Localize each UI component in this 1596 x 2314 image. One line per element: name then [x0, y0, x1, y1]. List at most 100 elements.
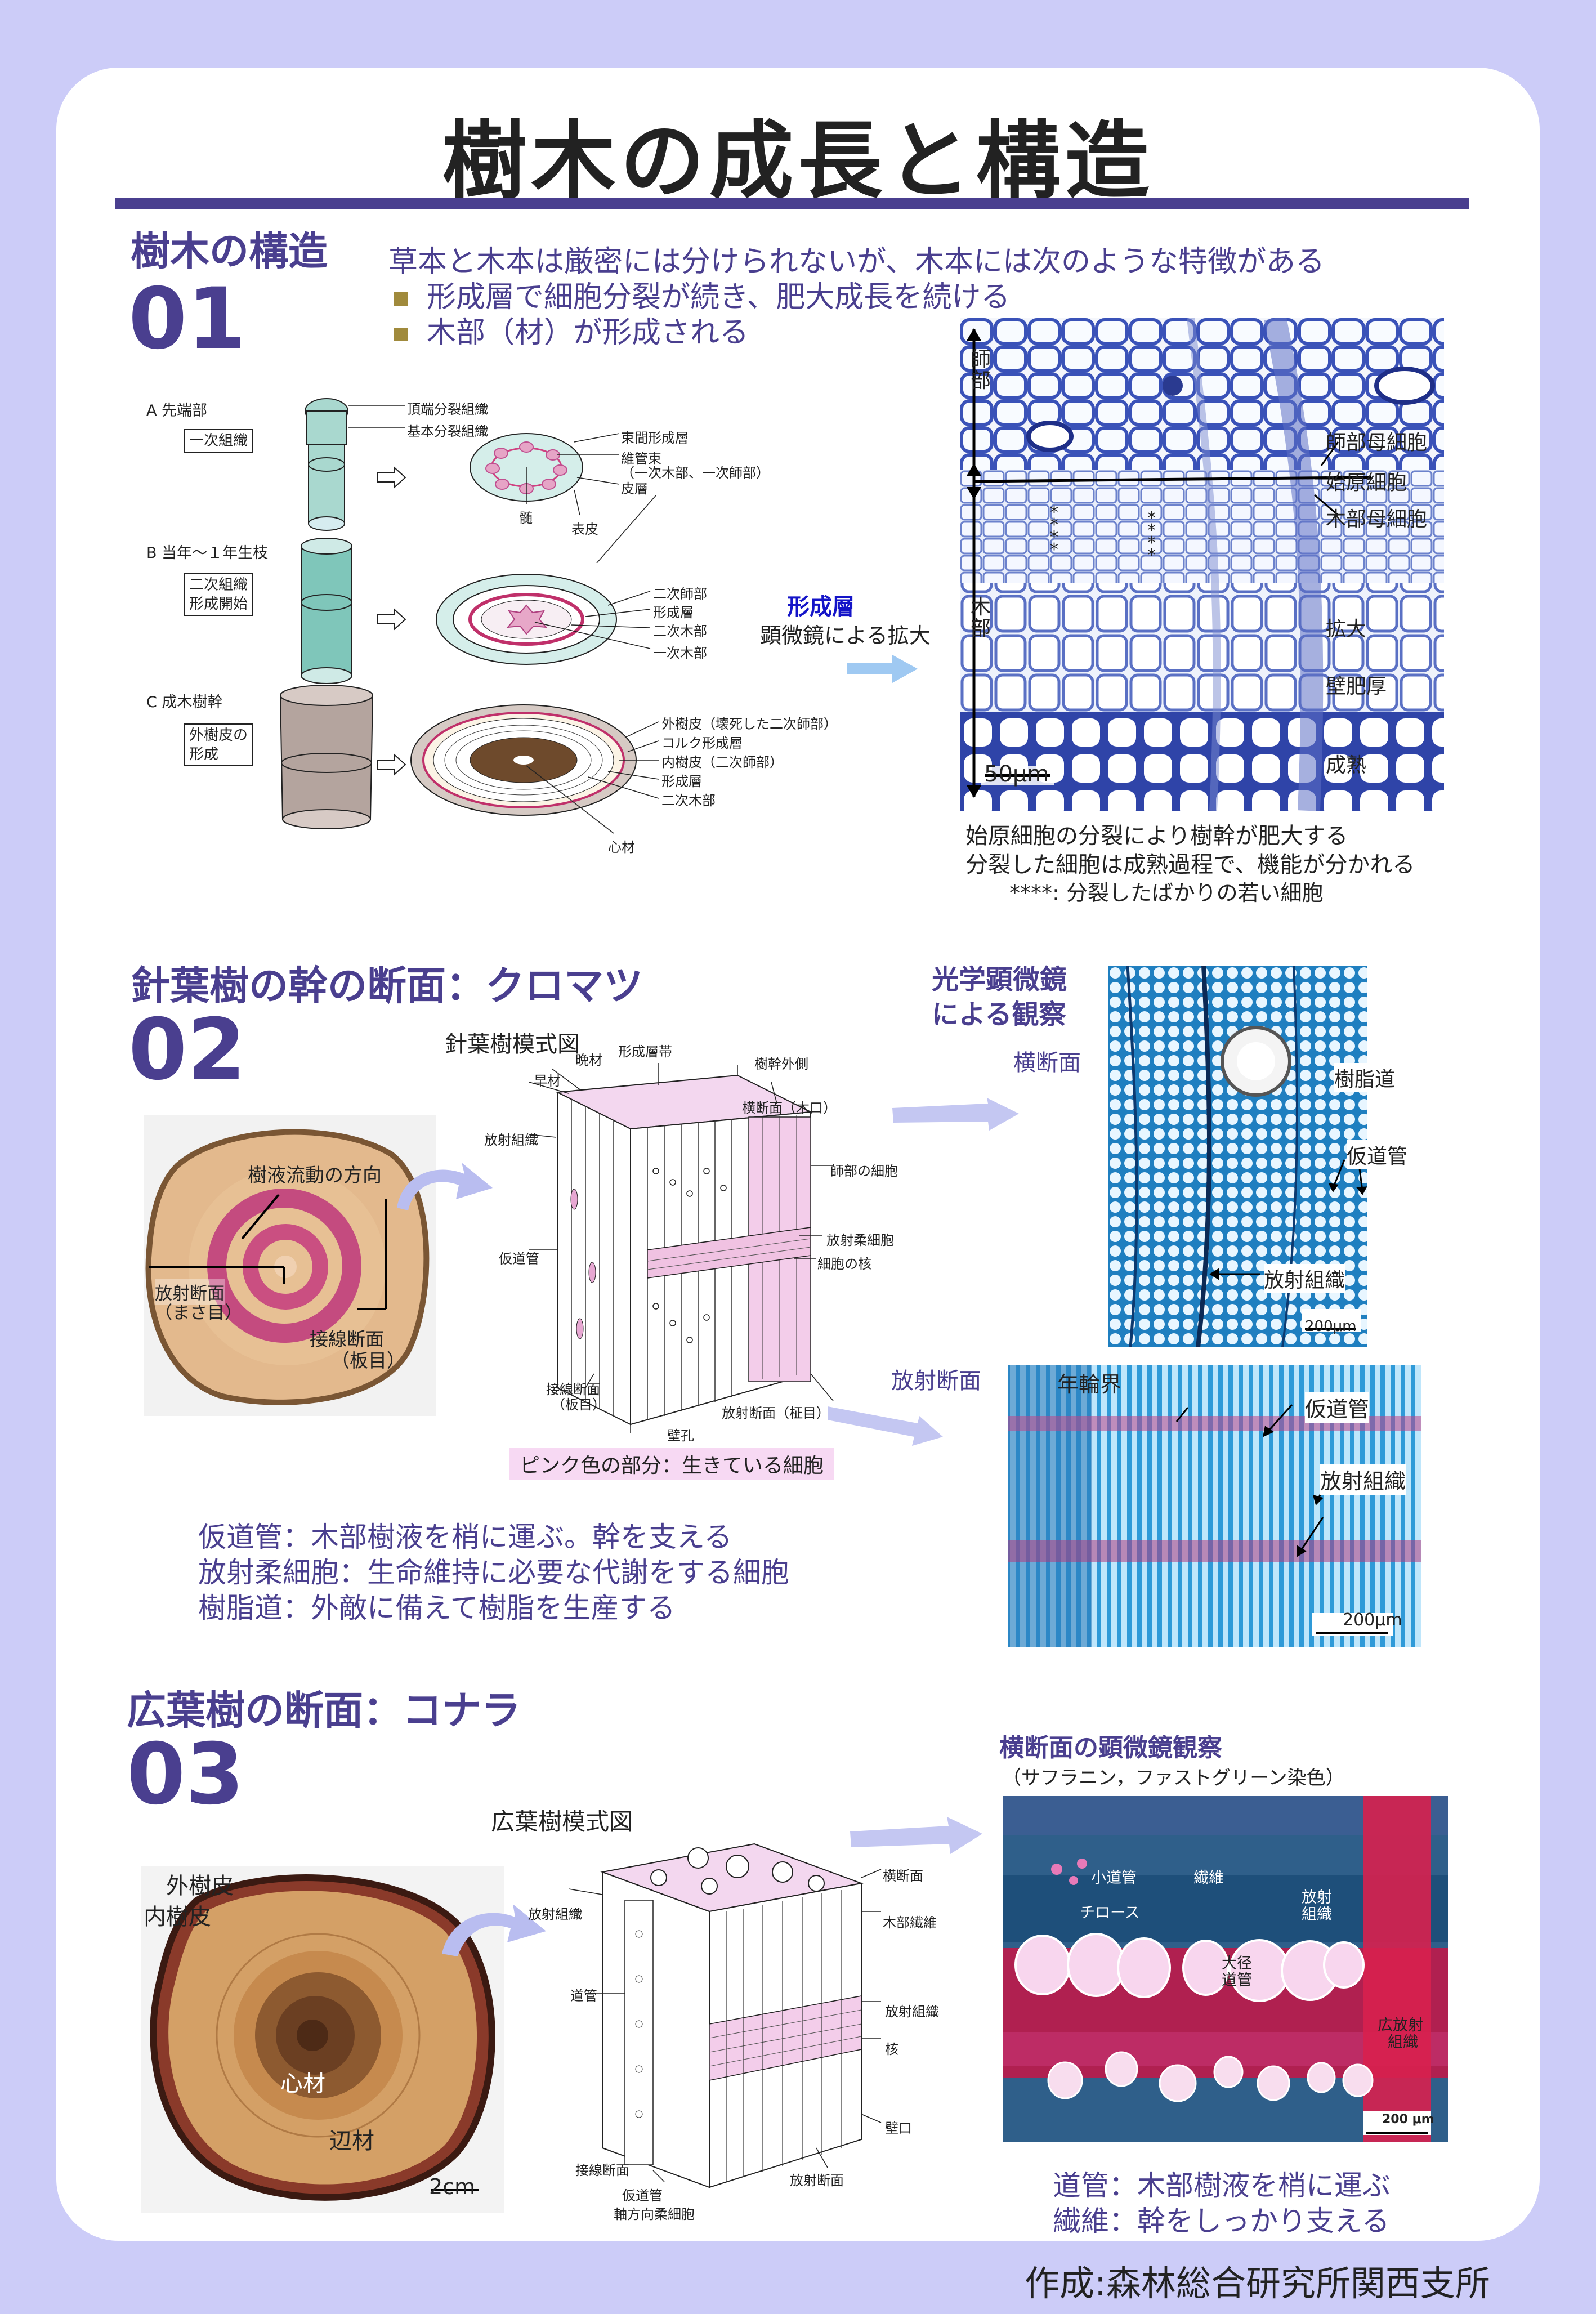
conifer-label-tangential-sub: （板目） — [552, 1397, 606, 1413]
label-cork-cambium: コルク形成層 — [661, 735, 743, 751]
secondary-cross-section — [436, 574, 617, 665]
stage-b-box: 二次組織形成開始 — [184, 573, 254, 616]
bullet-square-icon — [394, 328, 408, 341]
section1-bullet-2: 木部（材）が形成される — [394, 309, 749, 351]
oak-label-inner-bark: 内樹皮 — [144, 1904, 211, 1930]
footer-credit: 作成:森林総合研究所関西支所 — [1025, 2263, 1490, 2304]
arrow-to-cross-icon — [892, 1098, 1019, 1131]
growth-stage-diagram — [279, 398, 659, 834]
oak-curved-arrow-icon — [442, 1904, 546, 1956]
oak-cross-micrograph — [1003, 1796, 1448, 2142]
stage-b-label: B 当年〜１年生枝 — [146, 544, 269, 562]
conifer-diagram-title: 針葉樹模式図 — [445, 1031, 580, 1057]
radial-scale: 200μm — [1343, 1610, 1402, 1630]
section1-intro: 草本と木本は厳密には分けられないが、木本には次のような特徴がある — [388, 245, 1325, 279]
conifer-label-earlywood: 早材 — [534, 1073, 561, 1089]
label-ground-meristem: 基本分裂組織 — [407, 423, 488, 439]
shoot-tip-figure — [305, 398, 348, 531]
conifer-label-tangential: 接線断面 — [546, 1382, 600, 1397]
label-cortex: 皮層 — [621, 481, 648, 497]
micrograph-stars-1: **** — [1050, 503, 1058, 560]
cross-label-tracheid: 仮道管 — [1347, 1140, 1408, 1169]
oak-micro-label-wide-ray-2: 組織 — [1388, 2034, 1418, 2051]
oak-label-sapwood: 辺材 — [329, 2128, 374, 2154]
hardwood-label-tracheid: 仮道管 — [622, 2188, 663, 2204]
cambium-micrograph — [960, 318, 1444, 811]
micrograph-label-initial: 始原細胞 — [1326, 471, 1407, 494]
section3-number: 03 — [127, 1726, 244, 1824]
conifer-label-latewood: 晩材 — [575, 1052, 602, 1068]
oak-micro-label-fiber: 繊維 — [1193, 1869, 1224, 1887]
label-apical-meristem: 頂端分裂組織 — [407, 401, 488, 417]
pine-label-tangential: 接線断面 — [310, 1328, 384, 1350]
radial-label-tracheid: 仮道管 — [1305, 1392, 1370, 1423]
stage-c-box-line2: 形成 — [189, 746, 219, 763]
conifer-label-tracheid: 仮道管 — [499, 1251, 539, 1267]
conifer-label-phloem-cells: 師部の細胞 — [830, 1163, 898, 1179]
light-micro-title-2: による観察 — [932, 999, 1066, 1030]
conifer-label-nucleus: 細胞の核 — [817, 1256, 871, 1272]
label-epidermis: 表皮 — [571, 521, 598, 537]
label-secondary-xylem-c: 二次木部 — [661, 793, 716, 808]
oak-label-outer-bark: 外樹皮 — [166, 1873, 234, 1899]
label-cambium: 形成層 — [653, 605, 694, 620]
pine-label-sap-flow: 樹液流動の方向 — [248, 1164, 382, 1187]
title-divider — [115, 198, 1469, 209]
section2-number: 02 — [128, 1001, 246, 1099]
oak-trunk-photo — [141, 1866, 504, 2213]
section1-caption-3: ****: 分裂したばかりの若い細胞 — [1009, 881, 1324, 905]
pink-note: ピンク色の部分：生きている細胞 — [509, 1448, 834, 1480]
section2-desc-3: 樹脂道：外敵に備えて樹脂を生産する — [198, 1592, 676, 1624]
section2-desc-1: 仮道管：木部樹液を梢に運ぶ。幹を支える — [198, 1521, 732, 1553]
label-secondary-phloem: 二次師部 — [653, 586, 707, 602]
conifer-label-ray: 放射組織 — [484, 1132, 538, 1148]
pine-radial-micrograph — [1008, 1365, 1421, 1647]
conifer-label-cross-section: 横断面（木口） — [742, 1100, 837, 1116]
pine-label-tangential-sub: （板目） — [331, 1350, 405, 1372]
light-micro-title-1: 光学顕微鏡 — [932, 964, 1067, 995]
radial-label-ring-boundary: 年輪界 — [1057, 1372, 1122, 1397]
hardwood-label-pit: 壁口 — [885, 2120, 912, 2136]
curved-arrow-icon — [397, 1163, 493, 1210]
section2-heading: 針葉樹の幹の断面：クロマツ — [131, 963, 643, 1009]
conifer-schematic — [529, 1063, 834, 1433]
oak-micro-label-ray-2: 組織 — [1302, 1906, 1332, 1923]
hardwood-label-ray: 放射組織 — [528, 1906, 582, 1922]
oak-micro-label-wide-ray-1: 広放射 — [1378, 2017, 1423, 2034]
micrograph-phloem-side-label: 師 部 — [971, 348, 991, 392]
conifer-label-cambial-zone: 形成層帯 — [618, 1044, 672, 1060]
oak-micro-label-tylose: チロース — [1080, 1904, 1140, 1922]
oak-label-heartwood: 心材 — [280, 2071, 325, 2097]
micrograph-stars-2: **** — [1147, 508, 1156, 565]
hardwood-label-cross-section: 横断面 — [883, 1868, 923, 1884]
bullet-square-icon — [394, 292, 408, 306]
mature-cross-section — [410, 704, 637, 816]
oak-micro-scale: 200 μm — [1382, 2112, 1434, 2127]
micrograph-xylem-side-label: 木 部 — [971, 596, 991, 640]
pine-trunk-photo — [144, 1115, 436, 1416]
stage-a-label: A 先端部 — [146, 402, 208, 419]
oak-micro-label-small-vessel: 小道管 — [1091, 1869, 1137, 1887]
cross-section-label: 横断面 — [1013, 1050, 1081, 1076]
conifer-label-radial-section: 放射断面（柾目） — [722, 1405, 830, 1421]
hardwood-diagram-title: 広葉樹模式図 — [491, 1808, 633, 1835]
cross-label-resin-canal: 樹脂道 — [1334, 1063, 1396, 1092]
section3-heading: 広葉樹の断面：コナラ — [127, 1687, 521, 1734]
stage-a-box: 一次組織 — [184, 429, 254, 453]
hardwood-label-axial-parenchyma: 軸方向柔細胞 — [614, 2206, 695, 2222]
young-branch-figure — [301, 538, 352, 684]
label-cambium-c: 形成層 — [661, 774, 702, 789]
arrow-to-oak-micro-icon — [850, 1817, 982, 1854]
section1-caption-2: 分裂した細胞は成熟過程で、機能が分かれる — [965, 852, 1415, 878]
section1-number: 01 — [128, 270, 246, 368]
bullet-text: 木部（材）が形成される — [427, 316, 749, 350]
hardwood-schematic — [569, 1843, 882, 2188]
cross-scale: 200μm — [1305, 1318, 1357, 1335]
cambium-title: 形成層 — [787, 594, 855, 620]
pine-label-radial-sub: （まさ目） — [155, 1303, 242, 1323]
hardwood-label-radial-section: 放射断面 — [790, 2173, 844, 2188]
micrograph-label-expansion: 拡大 — [1326, 618, 1367, 641]
page-title: 樹木の成長と構造 — [442, 113, 1154, 211]
magnify-arrow-icon — [847, 655, 918, 683]
label-inner-bark: 内樹皮（二次師部） — [661, 754, 783, 770]
